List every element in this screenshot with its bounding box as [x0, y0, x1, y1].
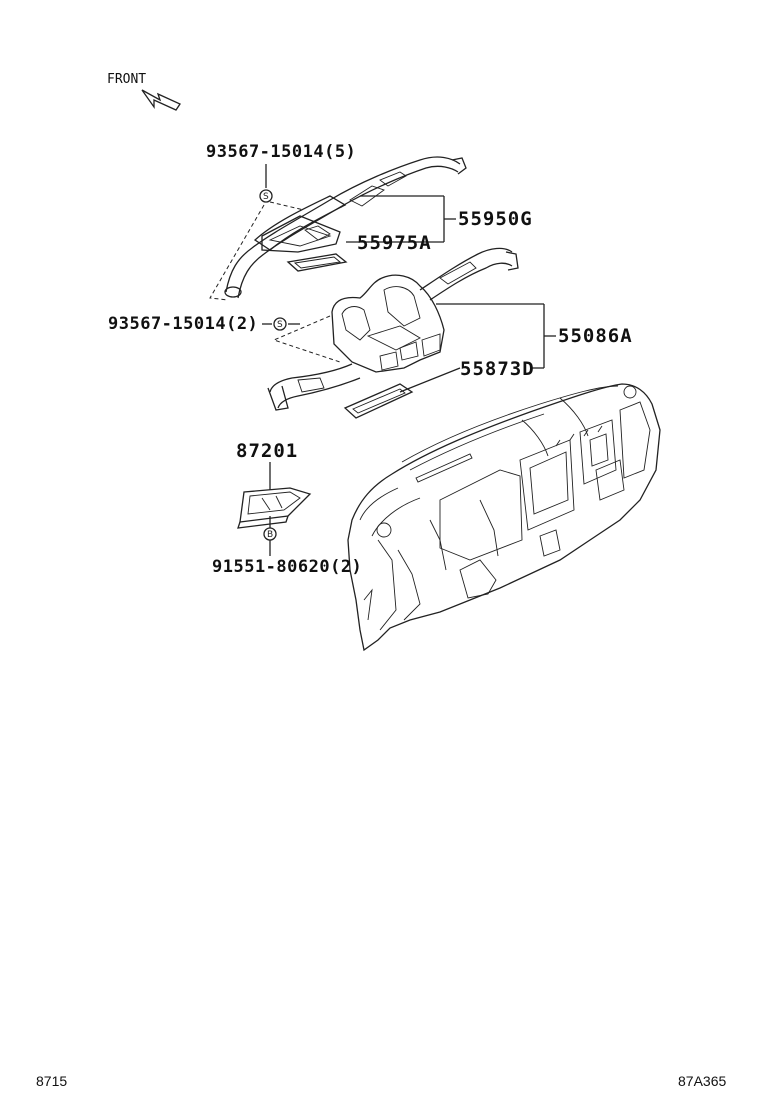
front-arrow-icon: [141, 89, 181, 111]
svg-text:S: S: [263, 192, 269, 202]
center-duct: [267, 247, 519, 411]
instrument-panel: [347, 383, 661, 652]
footer-right-code: 87A365: [678, 1073, 727, 1089]
callout-duct-side: 55950G: [458, 208, 533, 230]
callout-seal-mid: 55873D: [460, 358, 535, 380]
screw-symbol-icon: S: [259, 189, 273, 203]
bracket-87201: [237, 487, 312, 529]
bolt-symbol-icon: B: [263, 527, 277, 541]
side-defroster-duct: [224, 156, 467, 299]
screw-symbol-icon: S: [273, 317, 287, 331]
leader-lines: [262, 164, 556, 556]
seal-55975a: [286, 253, 348, 272]
front-label: FRONT: [107, 72, 147, 87]
callout-bolt-top: 93567-15014(5): [206, 142, 357, 162]
svg-text:B: B: [267, 530, 273, 540]
svg-text:S: S: [277, 320, 283, 330]
callout-bracket: 87201: [236, 440, 299, 462]
callout-seal-top: 55975A: [357, 232, 432, 254]
footer-left-code: 8715: [36, 1073, 68, 1089]
callout-bolt-mid: 93567-15014(2): [108, 314, 259, 334]
callout-bolt-lower: 91551-80620(2): [212, 557, 363, 577]
callout-duct-center: 55086A: [558, 325, 633, 347]
seal-55873d: [343, 383, 414, 419]
